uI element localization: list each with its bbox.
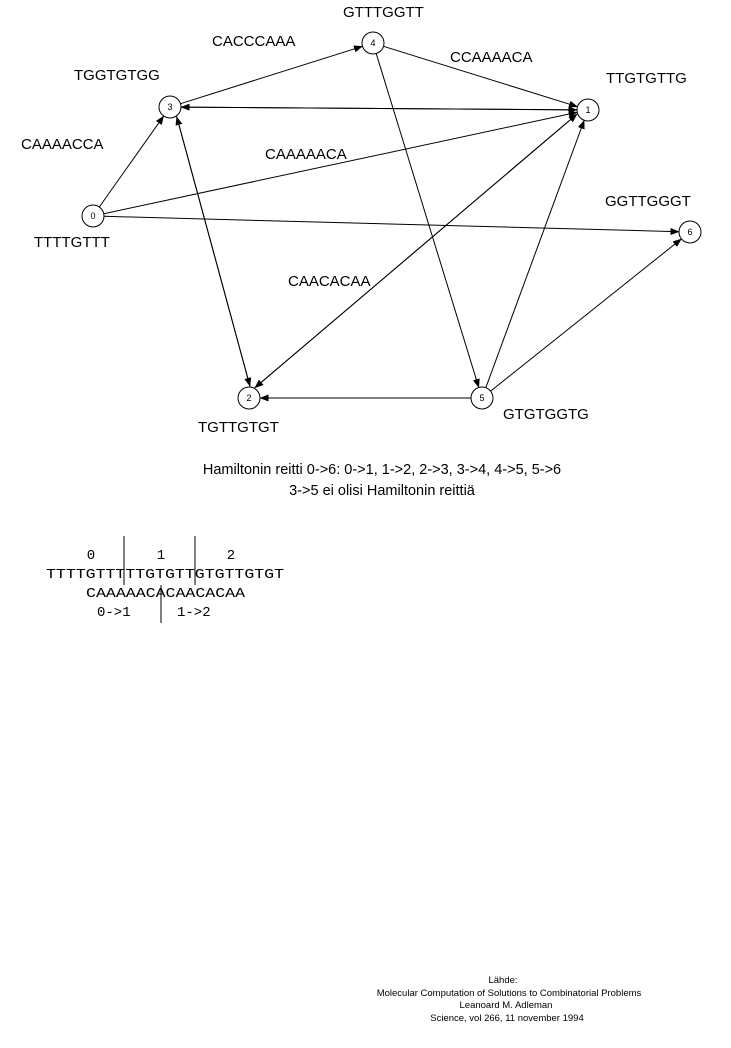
node-5-number: 5 bbox=[479, 393, 484, 403]
node-2: 2 bbox=[237, 386, 261, 410]
node-5-sequence: GTGTGGTG bbox=[503, 406, 589, 423]
source-journal: Science, vol 266, 11 november 1994 bbox=[430, 1013, 584, 1024]
splice-index-1: 1 bbox=[157, 548, 165, 564]
edge-label-0-3: CAAAACCA bbox=[21, 136, 104, 153]
node-4-sequence: GTTTGGTT bbox=[343, 4, 424, 21]
splice-strand: TTTTGTTTTTGTGTTGTGTTGTGT bbox=[46, 567, 284, 583]
node-6-circle bbox=[678, 220, 702, 244]
source-title: Molecular Computation of Solutions to Co… bbox=[377, 988, 642, 999]
edge-label-3-4: CACCCAAA bbox=[212, 33, 295, 50]
node-1-number: 1 bbox=[585, 105, 590, 115]
node-3-sequence: TGGTGTGG bbox=[74, 67, 160, 84]
node-0-circle bbox=[81, 204, 105, 228]
edge-0-to-6 bbox=[103, 215, 680, 235]
edge-2-to-3 bbox=[175, 116, 251, 387]
splice-illustration: 0 1 2 TTTTGTTTTTGTGTTGTGTTGTGT CAAAAACAC… bbox=[46, 536, 284, 623]
node-6-number: 6 bbox=[687, 227, 692, 237]
node-0: 0 bbox=[81, 204, 105, 228]
source-author: Leanoard M. Adleman bbox=[460, 1000, 553, 1011]
node-3: 3 bbox=[158, 95, 182, 119]
node-2-number: 2 bbox=[246, 393, 251, 403]
node-6-sequence: GGTTGGGT bbox=[605, 193, 691, 210]
node-2-circle bbox=[237, 386, 261, 410]
graph-nodes: 0 1 2 3 4 5 6 bbox=[81, 31, 702, 410]
edge-4-to-1 bbox=[383, 45, 578, 108]
node-0-number: 0 bbox=[90, 211, 95, 221]
edge-label-0-1: CAAAAACA bbox=[265, 146, 347, 163]
edge-4-to-5 bbox=[375, 53, 480, 388]
node-5-circle bbox=[470, 386, 494, 410]
caption-line-2: 3->5 ei olisi Hamiltonin reittiä bbox=[289, 483, 476, 499]
node-4-circle bbox=[361, 31, 385, 55]
node-5: 5 bbox=[470, 386, 494, 410]
node-4-number: 4 bbox=[370, 38, 375, 48]
edge-5-to-1 bbox=[485, 119, 585, 388]
splice-edge-0-1: 0->1 bbox=[97, 605, 131, 621]
edge-5-to-6 bbox=[490, 238, 682, 392]
splice-linker: CAAAAACACAACACAA bbox=[86, 586, 246, 602]
graph-edges bbox=[98, 45, 682, 402]
edge-label-1-2: CAACACAA bbox=[288, 273, 371, 290]
edge-2-to-1 bbox=[254, 113, 578, 389]
node-1: 1 bbox=[576, 98, 600, 122]
node-4: 4 bbox=[361, 31, 385, 55]
edge-0-to-1 bbox=[103, 110, 578, 215]
source-heading: Lähde: bbox=[488, 975, 517, 986]
node-1-sequence: TTGTGTTG bbox=[606, 70, 687, 87]
node-2-sequence: TGTTGTGT bbox=[198, 419, 279, 436]
edge-0-to-3 bbox=[98, 115, 165, 208]
node-6: 6 bbox=[678, 220, 702, 244]
node-1-circle bbox=[576, 98, 600, 122]
edge-1-to-3 bbox=[180, 103, 578, 111]
edge-label-4-1: CCAAAACA bbox=[450, 49, 533, 66]
caption-line-1: Hamiltonin reitti 0->6: 0->1, 1->2, 2->3… bbox=[203, 462, 561, 478]
source-citation: Lähde: Molecular Computation of Solution… bbox=[377, 975, 642, 1024]
splice-index-2: 2 bbox=[227, 548, 235, 564]
node-3-number: 3 bbox=[167, 102, 172, 112]
splice-index-0: 0 bbox=[87, 548, 95, 564]
edge-3-to-4 bbox=[180, 45, 363, 105]
splice-edge-1-2: 1->2 bbox=[177, 605, 211, 621]
node-3-circle bbox=[158, 95, 182, 119]
node-0-sequence: TTTTGTTT bbox=[34, 234, 110, 251]
